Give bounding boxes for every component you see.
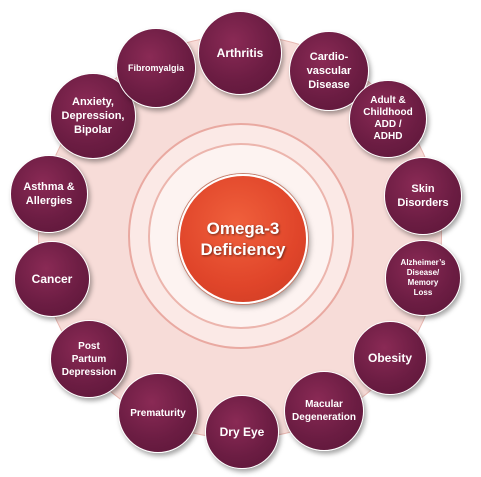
node-alzheimers: Alzheimer’s Disease/ Memory Loss — [385, 240, 461, 316]
node-label: Dry Eye — [219, 425, 265, 439]
node-label: Obesity — [367, 351, 412, 365]
node-macular-degeneration: Macular Degeneration — [284, 371, 364, 451]
node-post-partum-depression: Post Partum Depression — [50, 320, 128, 398]
node-cardiovascular-disease: Cardio- vascular Disease — [289, 31, 369, 111]
node-label: Arthritis — [216, 46, 264, 60]
node-label: Cardio- vascular Disease — [306, 51, 352, 91]
node-skin-disorders: Skin Disorders — [384, 157, 462, 235]
center-node: Omega-3 Deficiency — [178, 174, 308, 304]
node-label: Prematurity — [130, 407, 186, 419]
node-fibromyalgia: Fibromyalgia — [116, 28, 196, 108]
node-arthritis: Arthritis — [198, 11, 282, 95]
node-label: Macular Degeneration — [292, 399, 356, 423]
node-add-adhd: Adult & Childhood ADD / ADHD — [349, 80, 427, 158]
node-label: Alzheimer’s Disease/ Memory Loss — [400, 258, 446, 297]
node-asthma-allergies: Asthma & Allergies — [10, 155, 88, 233]
node-dry-eye: Dry Eye — [205, 395, 279, 469]
center-label-line1: Omega-3 — [206, 219, 280, 238]
node-label: Fibromyalgia — [127, 63, 184, 73]
node-label: Anxiety, Depression, Bipolar — [61, 96, 125, 136]
center-label-line2: Deficiency — [200, 240, 286, 259]
node-label: Asthma & Allergies — [23, 181, 75, 207]
node-prematurity: Prematurity — [118, 373, 198, 453]
node-obesity: Obesity — [353, 321, 427, 395]
node-label: Skin Disorders — [397, 183, 449, 209]
node-label: Adult & Childhood ADD / ADHD — [363, 95, 413, 142]
node-label: Post Partum Depression — [61, 340, 117, 378]
node-label: Cancer — [31, 272, 73, 286]
node-cancer: Cancer — [14, 241, 90, 317]
